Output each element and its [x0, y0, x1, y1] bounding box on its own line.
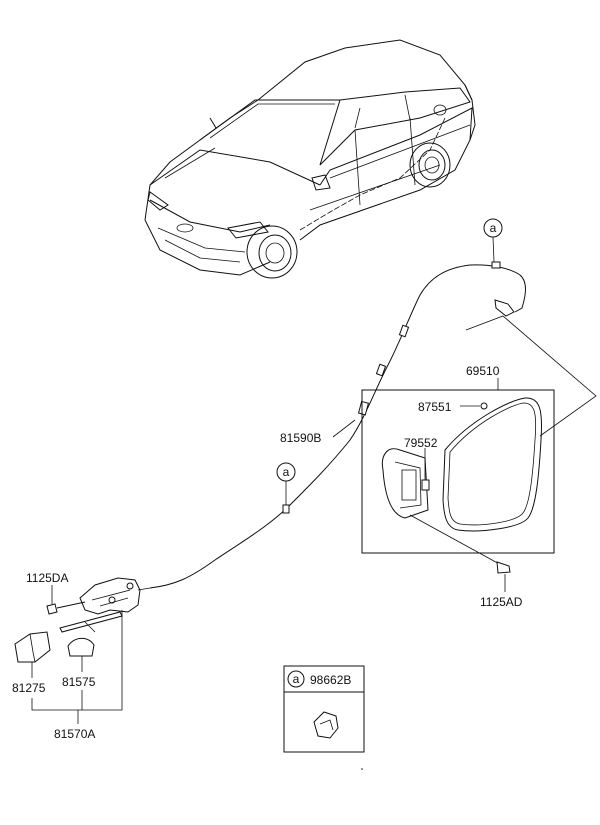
legend-box-98662b: a 98662B — [283, 665, 365, 753]
car-illustration — [144, 39, 476, 279]
label-81275: 81275 — [12, 681, 46, 695]
bracket-81570a — [31, 610, 123, 711]
callout-a-mid: a — [276, 462, 296, 505]
label-81590b: 81590B — [280, 431, 321, 445]
callout-a-top: a — [483, 218, 503, 263]
dot-mark — [361, 768, 363, 770]
screw-1125ad — [409, 514, 511, 592]
label-1125ad: 1125AD — [480, 595, 523, 609]
callout-a-top-label: a — [490, 221, 497, 235]
label-69510: 69510 — [466, 364, 500, 378]
label-87551: 87551 — [418, 400, 452, 414]
callout-a-legend-label: a — [293, 672, 300, 686]
callout-a-mid-label: a — [283, 465, 290, 479]
fuel-door-assembly-box — [361, 315, 597, 554]
label-1125da: 1125DA — [26, 571, 68, 585]
release-cable-81590b — [149, 261, 526, 589]
label-79552: 79552 — [404, 436, 438, 450]
label-81570a: 81570A — [54, 727, 95, 741]
leader-81590b — [332, 419, 356, 438]
label-98662b: 98662B — [310, 673, 351, 687]
release-lever-assembly — [14, 577, 151, 663]
label-81575: 81575 — [62, 675, 96, 689]
